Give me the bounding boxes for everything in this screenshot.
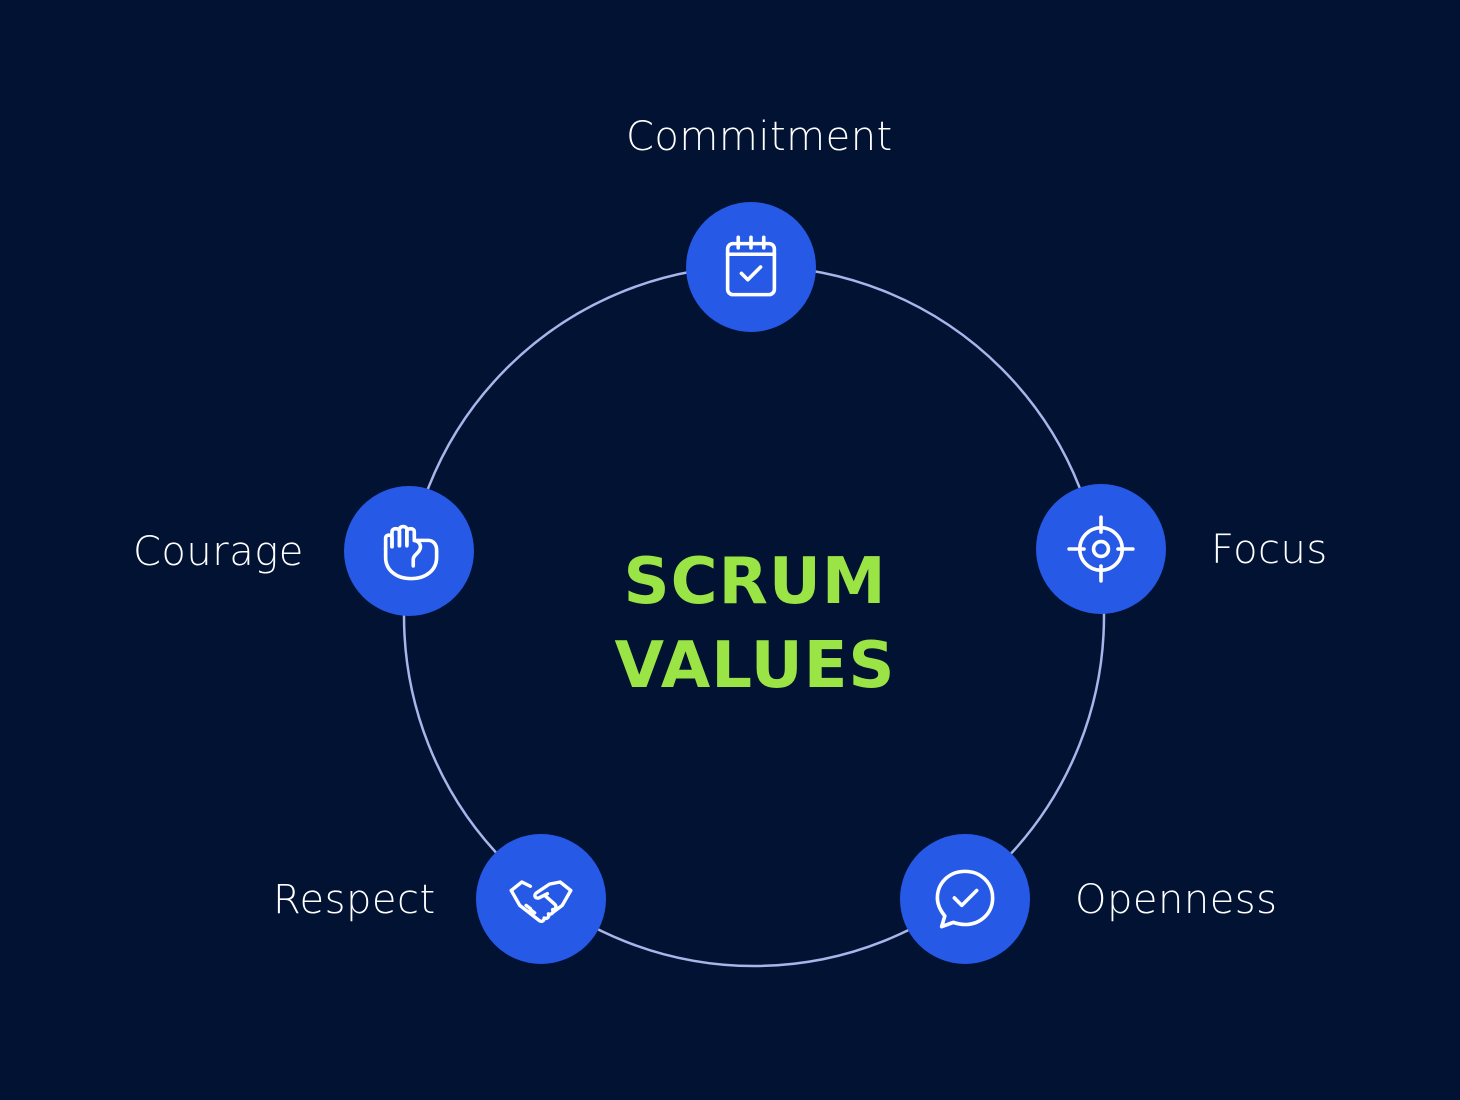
value-node-respect: [476, 834, 606, 964]
value-node-courage: [344, 486, 474, 616]
value-node-openness: [900, 834, 1030, 964]
title-line-2: VALUES: [614, 629, 896, 703]
value-label-courage: Courage: [133, 529, 304, 575]
value-label-respect: Respect: [273, 877, 436, 923]
chat-check-icon: [935, 869, 995, 929]
calendar-check-icon: [725, 235, 777, 297]
value-node-focus: [1036, 484, 1166, 614]
title-line-1: SCRUM: [623, 545, 887, 619]
value-label-commitment: Commitment: [626, 114, 893, 160]
handshake-icon: [509, 880, 573, 924]
target-icon: [1067, 515, 1135, 583]
value-label-focus: Focus: [1211, 527, 1328, 573]
diagram-title: SCRUM VALUES: [530, 540, 980, 708]
value-label-openness: Openness: [1075, 877, 1278, 923]
value-node-commitment: [686, 202, 816, 332]
fist-icon: [383, 524, 439, 581]
